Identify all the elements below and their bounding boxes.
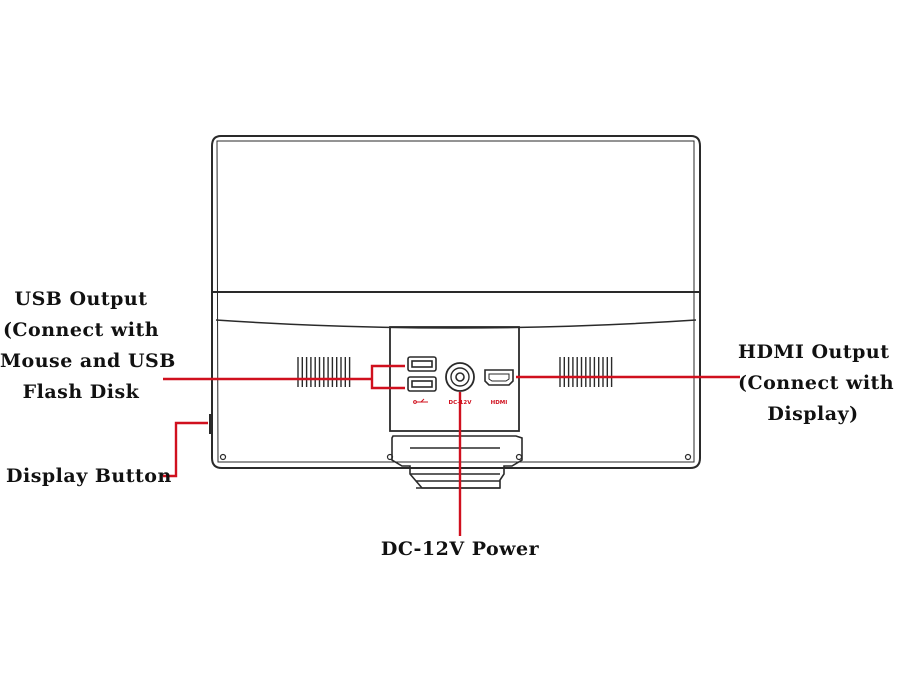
display-button-label: Display Button: [6, 465, 172, 487]
vent-left: [297, 357, 351, 387]
stand: [391, 435, 523, 489]
usb-symbol-icon: [413, 398, 428, 404]
usb-label-line-3: Mouse and USB: [0, 350, 176, 372]
display-button: [209, 414, 213, 434]
hdmi-port-mark: HDMI: [491, 400, 508, 406]
power-label: DC-12V Power: [380, 538, 540, 560]
callout-lines: [163, 364, 740, 536]
vent-right: [559, 357, 613, 387]
dc-power-jack: [445, 362, 475, 392]
usb-ports: [407, 356, 437, 392]
hdmi-label-line-2: (Connect with: [738, 372, 895, 394]
hdmi-port: [484, 369, 514, 386]
hdmi-output-label: HDMI Output (Connect with Display): [738, 337, 895, 430]
usb-bracket: [370, 364, 405, 390]
hdmi-label-line-3: Display): [767, 403, 859, 425]
hdmi-label-line-1: HDMI Output: [738, 341, 890, 363]
usb-label-line-4: Flash Disk: [22, 381, 140, 403]
display-button-callout-line: [163, 421, 208, 478]
monitor-back-panel: [211, 135, 701, 469]
usb-label-line-1: USB Output: [14, 288, 148, 310]
io-panel: [389, 326, 520, 432]
usb-label-line-2: (Connect with: [2, 319, 160, 341]
screw-holes: [219, 453, 692, 461]
usb-output-label: USB Output (Connect with Mouse and USB F…: [0, 284, 176, 408]
